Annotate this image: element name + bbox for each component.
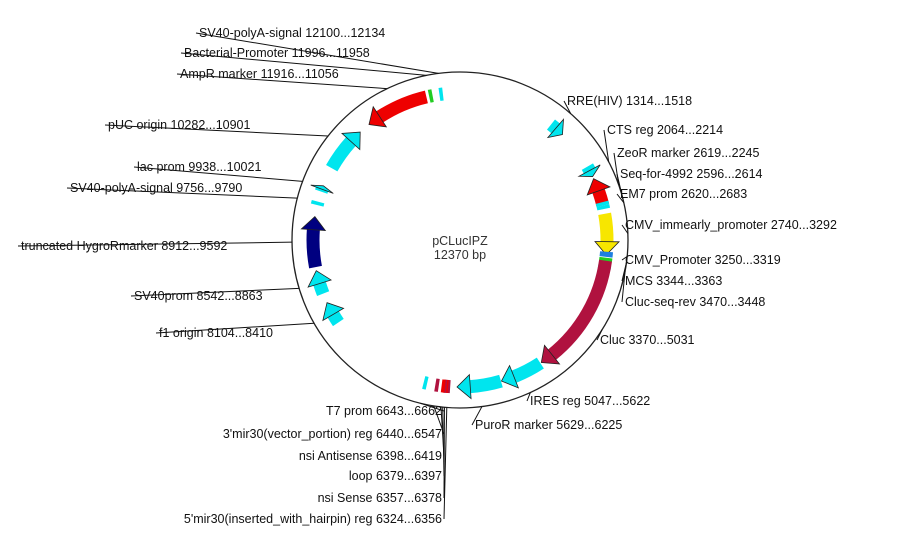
- feature-cluc-body: [547, 259, 612, 360]
- feature-label-sv40pa1: SV40-polyA-signal 9756...9790: [70, 181, 242, 195]
- feature-label-cluc: Cluc 3370...5031: [600, 333, 695, 347]
- leader-bactprom: [180, 52, 427, 76]
- leader-ires: [526, 392, 531, 402]
- plasmid-backbone: [291, 71, 629, 409]
- feature-label-ires: IRES reg 5047...5622: [530, 394, 650, 408]
- leader-lac: [133, 166, 303, 182]
- feature-cts-arrowhead: [577, 164, 601, 177]
- feature-ampr-arrowhead: [368, 105, 388, 128]
- plasmid-name: pCLucIPZ: [432, 234, 488, 248]
- leader-f1: [155, 322, 315, 334]
- feature-puror-body: [469, 374, 503, 394]
- feature-label-nsianti: nsi Antisense 6398...6419: [299, 449, 442, 463]
- feature-f1-body: [327, 311, 344, 327]
- feature-label-puc: pUC origin 10282...10901: [108, 118, 251, 132]
- feature-em7-mark: [596, 204, 611, 211]
- feature-label-bactprom: Bacterial-Promoter 11996...11958: [184, 46, 370, 60]
- feature-label-loop: loop 6379...6397: [349, 469, 442, 483]
- feature-label-t7: T7 prom 6643...6662: [326, 404, 442, 418]
- leader-cmvim: [621, 224, 629, 234]
- plasmid-length: 12370 bp: [434, 248, 486, 262]
- leader-mir3: [433, 405, 445, 435]
- feature-label-nsisense: nsi Sense 6357...6378: [318, 491, 442, 505]
- leader-seqfor: [616, 173, 624, 199]
- leader-ampr: [176, 73, 388, 90]
- leader-cts: [603, 129, 610, 162]
- leader-cluc: [596, 329, 603, 341]
- feature-rre-body: [546, 119, 560, 134]
- feature-bactprom-mark: [427, 89, 434, 103]
- feature-sv40prom-body: [313, 281, 330, 297]
- leader-rre: [563, 100, 572, 114]
- feature-label-em7: EM7 prom 2620...2683: [620, 187, 747, 201]
- feature-t7-mark: [422, 376, 429, 390]
- feature-label-zeor: ZeoR marker 2619...2245: [617, 146, 759, 160]
- feature-cmvprom-body: [599, 251, 614, 258]
- feature-sv40prom-arrowhead: [307, 270, 333, 288]
- leader-mir5: [443, 407, 448, 520]
- leader-hygro: [17, 241, 293, 247]
- leader-layer: [17, 32, 629, 520]
- feature-layer: [300, 87, 620, 400]
- feature-label-puror: PuroR marker 5629...6225: [475, 418, 622, 432]
- feature-label-sv40prom: SV40prom 8542...8863: [134, 289, 263, 303]
- feature-lac-arrowhead: [310, 184, 334, 194]
- feature-puc-body: [326, 137, 356, 172]
- feature-cmvim-arrowhead: [594, 241, 620, 256]
- feature-sv40pa1-mark: [310, 199, 325, 207]
- feature-ires-body: [511, 357, 544, 383]
- leader-clucrev: [621, 271, 626, 303]
- feature-label-mir5: 5'mir30(inserted_with_hairpin) reg 6324.…: [184, 512, 442, 526]
- feature-label-mcs: MCS 3344...3363: [625, 274, 722, 288]
- feature-label-hygro: truncated HygroRmarker 8912...9592: [21, 239, 227, 253]
- feature-hygro-arrowhead: [300, 216, 327, 232]
- feature-label-lac: lac prom 9938...10021: [137, 160, 261, 174]
- leader-sv40pa1: [66, 187, 298, 199]
- feature-label-cts: CTS reg 2064...2214: [607, 123, 723, 137]
- feature-cmvim-body: [598, 212, 614, 242]
- feature-label-seqfor: Seq-for-4992 2596...2614: [620, 167, 763, 181]
- leader-nsianti: [440, 406, 445, 457]
- feature-label-ampr: AmpR marker 11916...11056: [180, 67, 339, 81]
- feature-label-sv40pa2: SV40-polyA-signal 12100...12134: [199, 26, 385, 40]
- feature-f1-arrowhead: [322, 302, 345, 322]
- feature-mir3-mark: [434, 378, 440, 392]
- leader-mcs: [621, 262, 628, 282]
- leader-puc: [104, 124, 329, 137]
- feature-hygro-body: [306, 229, 322, 269]
- feature-label-rre: RRE(HIV) 1314...1518: [567, 94, 692, 108]
- leader-puror: [471, 406, 483, 426]
- feature-ires-arrowhead: [500, 364, 520, 389]
- feature-puror-arrowhead: [456, 373, 472, 400]
- feature-rre-arrowhead: [546, 118, 564, 139]
- feature-ampr-body: [376, 90, 429, 123]
- feature-puc-arrowhead: [341, 131, 361, 151]
- leader-t7: [420, 402, 445, 412]
- leader-sv40pa2: [195, 32, 439, 74]
- feature-seqfor-mark: [595, 200, 610, 208]
- feature-label-mir3: 3'mir30(vector_portion) reg 6440...6547: [223, 427, 442, 441]
- leader-sv40prom: [130, 287, 300, 297]
- leader-em7: [616, 193, 625, 203]
- feature-cluc-arrowhead: [540, 344, 561, 365]
- feature-label-clucrev: Cluc-seq-rev 3470...3448: [625, 295, 765, 309]
- feature-label-f1: f1 origin 8104...8410: [159, 326, 273, 340]
- feature-zeor-arrowhead: [586, 178, 611, 196]
- feature-label-cmvprom: CMV_Promoter 3250...3319: [625, 253, 781, 267]
- feature-label-cmvim: CMV_immearly_promoter 2740...3292: [625, 218, 837, 232]
- feature-cts-body: [581, 163, 596, 174]
- leader-cmvprom: [621, 255, 628, 261]
